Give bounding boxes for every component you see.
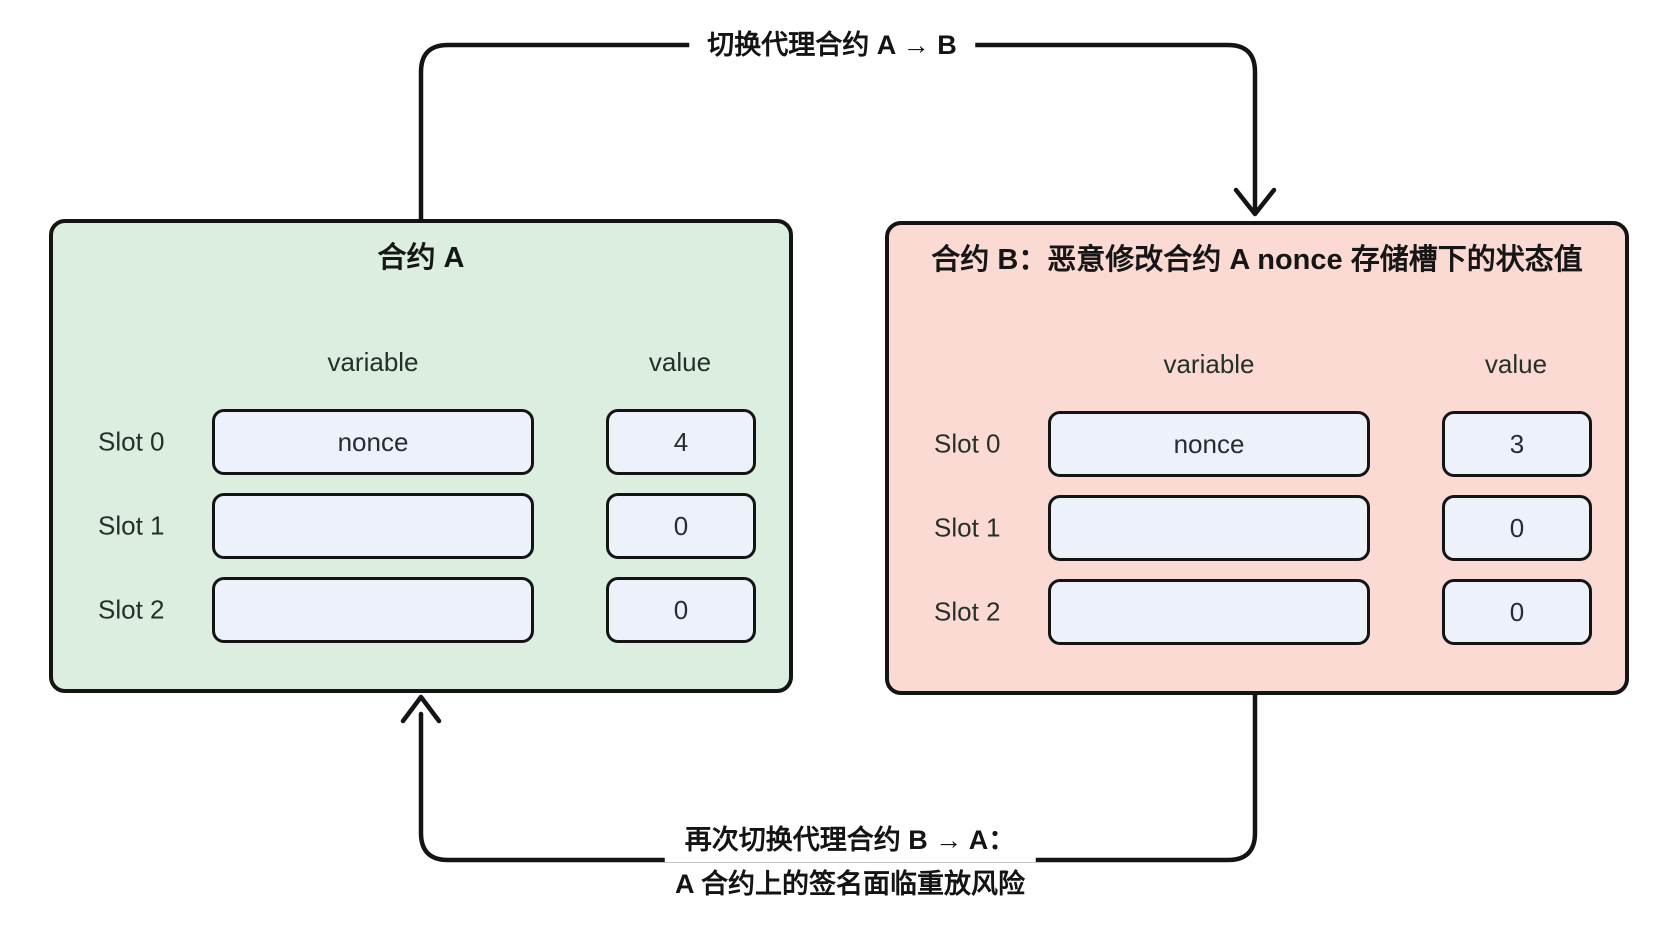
bottom-arrow-label: 再次切换代理合约 B → A： A 合约上的签名面临重放风险 bbox=[664, 818, 1036, 905]
contract-a-box: 合约 A variable value Slot 0 nonce 4 Slot … bbox=[49, 219, 793, 693]
contract-a-slot-row-2: Slot 2 0 bbox=[53, 577, 789, 643]
slot-label: Slot 0 bbox=[98, 426, 165, 457]
variable-box: nonce bbox=[1048, 411, 1370, 477]
bottom-arrow-label-line-1: 再次切换代理合约 B → A： bbox=[664, 818, 1036, 862]
top-arrow-label: 切换代理合约 A → B bbox=[689, 23, 975, 67]
contract-a-slot-row-0: Slot 0 nonce 4 bbox=[53, 409, 789, 475]
variable-box bbox=[1048, 495, 1370, 561]
slot-label: Slot 1 bbox=[98, 510, 165, 541]
contract-b-slot-row-2: Slot 2 0 bbox=[889, 579, 1625, 645]
variable-box bbox=[212, 577, 534, 643]
top-arrow-head-icon bbox=[1233, 187, 1277, 217]
value-box: 0 bbox=[1442, 579, 1592, 645]
value-box: 4 bbox=[606, 409, 756, 475]
value-text: 0 bbox=[1509, 596, 1525, 627]
value-box: 0 bbox=[606, 493, 756, 559]
variable-box bbox=[212, 493, 534, 559]
slot-label: Slot 1 bbox=[934, 512, 1001, 543]
value-text: 0 bbox=[673, 594, 689, 625]
value-text: 0 bbox=[673, 510, 689, 541]
contract-b-column-header-variable: variable bbox=[1163, 349, 1255, 379]
contract-b-slot-row-1: Slot 1 0 bbox=[889, 495, 1625, 561]
bottom-arrow-label-line-2: A 合约上的签名面临重放风险 bbox=[675, 869, 1025, 899]
contract-a-slot-row-1: Slot 1 0 bbox=[53, 493, 789, 559]
contract-b-box: 合约 B：恶意修改合约 A nonce 存储槽下的状态值 variable va… bbox=[885, 221, 1629, 695]
slot-label: Slot 0 bbox=[934, 428, 1001, 459]
value-box: 0 bbox=[1442, 495, 1592, 561]
variable-text: nonce bbox=[1173, 428, 1245, 459]
slot-label: Slot 2 bbox=[934, 596, 1001, 627]
value-text: 4 bbox=[673, 426, 689, 457]
value-text: 0 bbox=[1509, 512, 1525, 543]
value-box: 3 bbox=[1442, 411, 1592, 477]
variable-box: nonce bbox=[212, 409, 534, 475]
value-text: 3 bbox=[1509, 428, 1525, 459]
top-arrow-line bbox=[418, 42, 1258, 224]
bottom-arrow-head-icon bbox=[400, 694, 442, 724]
contract-b-title: 合约 B：恶意修改合约 A nonce 存储槽下的状态值 bbox=[931, 244, 1583, 276]
contract-a-column-header-variable: variable bbox=[327, 347, 419, 377]
value-box: 0 bbox=[606, 577, 756, 643]
contract-b-column-header-value: value bbox=[1484, 349, 1548, 379]
slot-label: Slot 2 bbox=[98, 594, 165, 625]
variable-box bbox=[1048, 579, 1370, 645]
contract-a-title: 合约 A bbox=[377, 242, 465, 274]
contract-b-slot-row-0: Slot 0 nonce 3 bbox=[889, 411, 1625, 477]
variable-text: nonce bbox=[337, 426, 409, 457]
contract-a-column-header-value: value bbox=[648, 347, 712, 377]
